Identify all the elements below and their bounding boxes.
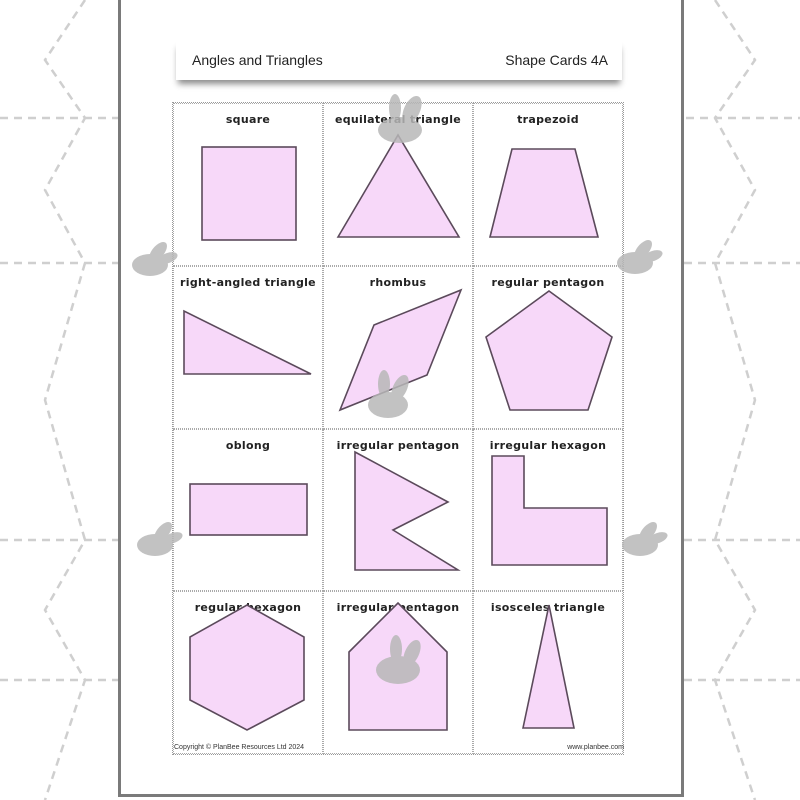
- website-link[interactable]: www.planbee.com: [567, 744, 624, 751]
- card-label: rhombus: [369, 275, 427, 289]
- card-label: square: [225, 113, 271, 126]
- card-label: right-angled triangle: [180, 275, 316, 289]
- copyright-text: Copyright © PlanBee Resources Ltd 2024: [174, 744, 305, 751]
- shape-card: oblong: [173, 428, 323, 592]
- shape-card: trapezoid: [473, 103, 623, 266]
- shape-card: square: [173, 103, 323, 266]
- card-label: regular hexagon: [194, 601, 302, 615]
- card-label: isosceles triangle: [490, 601, 606, 615]
- header-sheet-title: Shape Cards 4A: [505, 52, 608, 68]
- header-topic: Angles and Triangles: [192, 52, 323, 68]
- card-label: trapezoid: [517, 113, 579, 126]
- shape-card: equilateral triangle: [323, 103, 473, 266]
- shape-card: right-angled triangle: [173, 265, 323, 429]
- shape-card: irregular hexagon: [473, 428, 623, 592]
- shape-card: rhombus: [323, 265, 473, 429]
- card-label: regular pentagon: [491, 275, 605, 289]
- worksheet-header: Angles and Triangles Shape Cards 4A: [176, 40, 622, 80]
- shape-card: isosceles triangle: [473, 591, 623, 754]
- shape-card: regular pentagon: [473, 265, 623, 429]
- shape-card: irregular pentagon: [323, 428, 473, 592]
- card-label: irregular hexagon: [489, 438, 607, 452]
- card-label: oblong: [225, 438, 271, 452]
- shape-card-grid: square equilateral triangle trapezoid ri…: [172, 102, 624, 755]
- card-label: irregular pentagon: [336, 601, 460, 615]
- shape-card: irregular pentagon: [323, 591, 473, 754]
- card-label: irregular pentagon: [336, 438, 460, 452]
- card-label: equilateral triangle: [334, 113, 462, 126]
- shape-card: regular hexagon: [173, 591, 323, 754]
